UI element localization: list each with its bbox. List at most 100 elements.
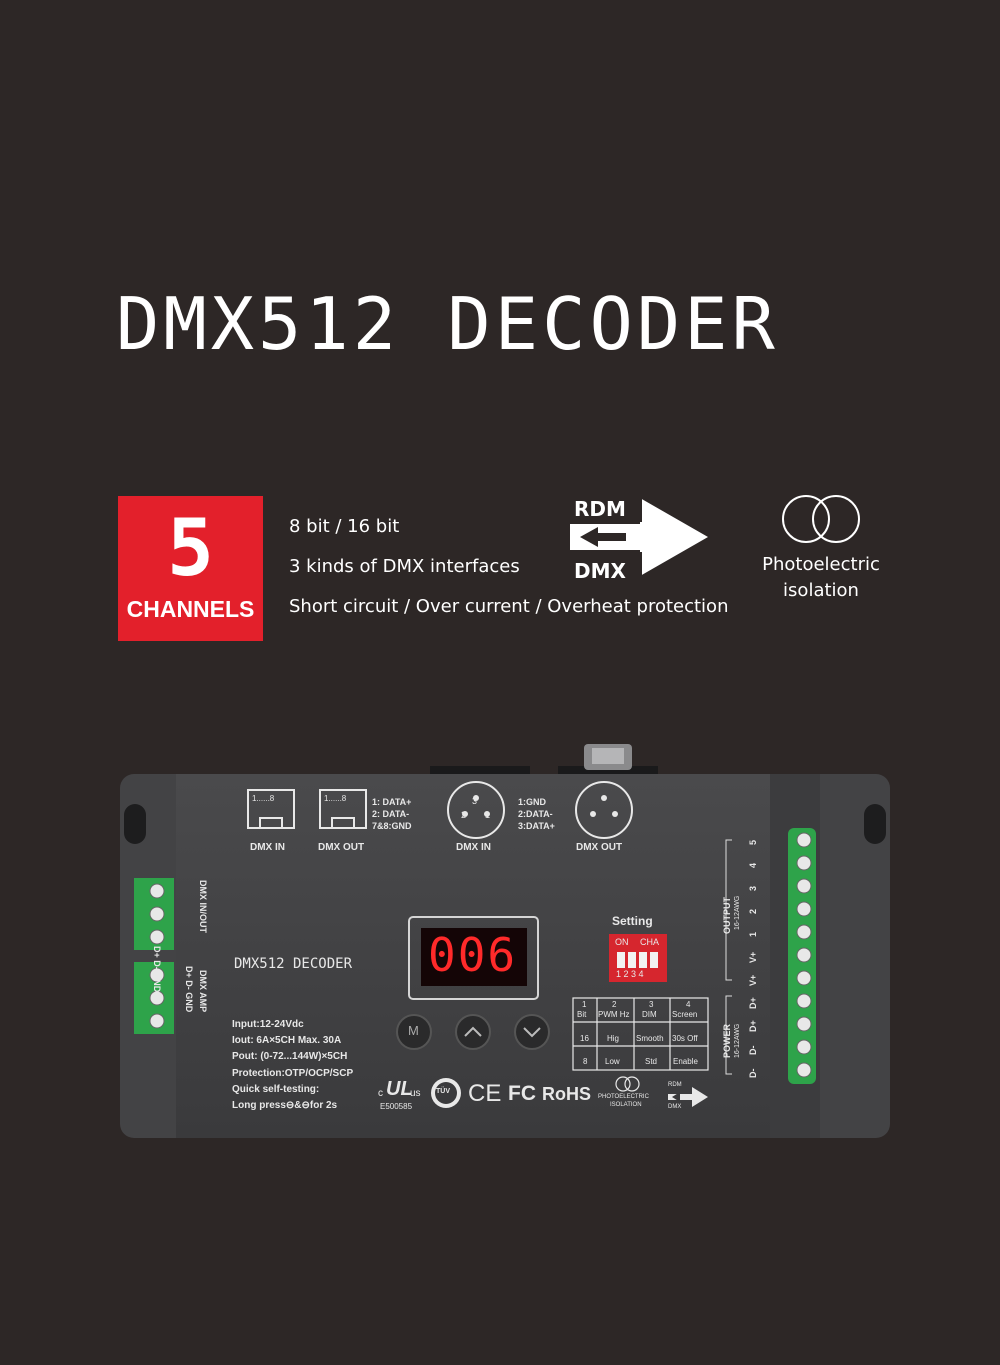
table-down-1: 8 xyxy=(583,1057,588,1066)
spec-input: Input:12-24Vdc xyxy=(232,1019,304,1030)
table-h3-num: 3 xyxy=(649,1000,654,1009)
xlr-in-icon xyxy=(447,781,505,839)
xlr-pin-gnd: 1:GND xyxy=(518,797,547,807)
output-pin-4: 4 xyxy=(748,862,758,868)
isolation-line2: isolation xyxy=(783,580,859,601)
dmx-amp-pins: D+ D- GND xyxy=(184,966,194,1013)
mode-button-label: M xyxy=(408,1023,419,1038)
ul-number: E500585 xyxy=(380,1102,413,1111)
fc-mark: FC xyxy=(508,1082,536,1105)
xlr-pin-data-plus: 3:DATA+ xyxy=(518,821,555,831)
output-pin-vplus-b: V+ xyxy=(748,974,758,986)
isolation-line1: Photoelectric xyxy=(762,554,880,575)
table-h1-num: 1 xyxy=(582,1000,587,1009)
table-h4-num: 4 xyxy=(686,1000,691,1009)
spec-longpress: Long press⊖&⊖for 2s xyxy=(232,1100,338,1111)
dmx-io-label: DMX IN/OUT xyxy=(198,880,208,933)
down-button xyxy=(514,1014,550,1050)
xlr-in-pin-3: 3 xyxy=(472,796,478,806)
table-h4-label: Screen xyxy=(672,1010,698,1019)
dmx-io-pins: D+ D- GND xyxy=(152,946,162,993)
output-awg: 16-12AWG xyxy=(734,895,741,930)
table-up-3: Smooth xyxy=(636,1034,664,1043)
output-pin-5: 5 xyxy=(748,839,758,845)
table-up-4: 30s Off xyxy=(672,1034,698,1043)
xlr-pin-data-minus: 2:DATA- xyxy=(518,809,553,819)
spec-pout: Pout: (0-72...144W)×5CH xyxy=(232,1051,348,1062)
rohs-mark: RoHS xyxy=(542,1084,591,1104)
table-down-2: Low xyxy=(605,1057,620,1066)
feature-bit-depth: 8 bit / 16 bit xyxy=(289,516,400,537)
rj45-in-pins: 1......8 xyxy=(252,794,275,803)
dip-cha-label: CHA xyxy=(640,937,660,947)
up-button xyxy=(455,1014,491,1050)
table-h3-label: DIM xyxy=(642,1010,657,1019)
power-pin-dminus-b: D- xyxy=(748,1068,758,1079)
output-pin-3: 3 xyxy=(748,885,758,891)
dip-numbers: 1 2 3 4 xyxy=(616,969,644,979)
table-down-4: Enable xyxy=(673,1057,698,1066)
channel-count: 5 xyxy=(167,504,214,594)
ul-logo-icon: UL xyxy=(386,1078,413,1100)
rj45-pin-1: 1: DATA+ xyxy=(372,797,412,807)
rdm-arrow-icon xyxy=(570,498,708,576)
table-down-3: Std xyxy=(645,1057,658,1066)
channel-label: CHANNELS xyxy=(126,596,255,622)
table-h2-num: 2 xyxy=(612,1000,617,1009)
output-pin-2: 2 xyxy=(748,908,758,914)
xlr-out-label: DMX OUT xyxy=(576,842,623,853)
table-h1-label: Bit xyxy=(577,1010,587,1019)
page-title: DMX512 DECODER xyxy=(116,282,779,366)
rj45-out-label: DMX OUT xyxy=(318,842,365,853)
xlr-in-label: DMX IN xyxy=(456,842,491,853)
feature-protection: Short circuit / Over current / Overheat … xyxy=(289,596,729,617)
xlr-in-pin-2: 2 xyxy=(461,810,467,820)
dmx-amp-label: DMX AMP xyxy=(198,970,208,1013)
chevron-down-icon xyxy=(523,1027,541,1038)
table-up-2: Hig xyxy=(607,1034,620,1043)
iso-small-2: ISOLATION xyxy=(610,1102,642,1108)
ul-c: c xyxy=(378,1088,383,1099)
isolation-rings-icon xyxy=(782,495,860,543)
rdm-small-arrow-icon xyxy=(668,1087,708,1107)
led-display xyxy=(421,928,527,986)
mode-button xyxy=(396,1014,432,1050)
xlr-out-icon xyxy=(575,781,633,839)
rdm-text: RDM xyxy=(574,497,626,521)
table-up-1: 16 xyxy=(580,1034,589,1043)
rj45-out-icon xyxy=(319,789,367,829)
spec-protection: Protection:OTP/OCP/SCP xyxy=(232,1068,354,1079)
table-h2-label: PWM Hz xyxy=(598,1010,630,1019)
rdm-small: RDM xyxy=(668,1082,682,1088)
rj45-in-icon xyxy=(247,789,295,829)
xlr-in-pin-1: 1 xyxy=(485,810,491,820)
decoder-device: 1......8 1......8 DMX IN DMX OUT 1: DATA… xyxy=(120,744,890,1140)
dmx-small: DMX xyxy=(668,1104,682,1110)
iso-small-1: PHOTOELECTRIC xyxy=(598,1094,649,1100)
output-label: OUTPUT xyxy=(722,897,732,934)
channels-badge: 5 CHANNELS xyxy=(118,496,263,641)
setting-label: Setting xyxy=(612,914,653,928)
rj45-in-label: DMX IN xyxy=(250,842,285,853)
rj45-out-pins: 1......8 xyxy=(324,794,347,803)
rj45-pin-2: 2: DATA- xyxy=(372,809,410,819)
spec-iout: Iout: 6A×5CH Max. 30A xyxy=(232,1035,342,1046)
dmx-text: DMX xyxy=(574,559,627,580)
power-awg: 16-12AWG xyxy=(734,1023,741,1058)
chevron-up-icon xyxy=(464,1026,482,1037)
power-pin-dplus-a: D+ xyxy=(748,997,758,1009)
ul-us: us xyxy=(410,1088,421,1099)
output-pin-1: 1 xyxy=(748,931,758,937)
power-label: POWER xyxy=(722,1023,732,1058)
display-value: 006 xyxy=(428,928,518,982)
spec-selftest: Quick self-testing: xyxy=(232,1084,320,1095)
power-pin-dplus-b: D+ xyxy=(748,1020,758,1032)
rj45-pin-gnd: 7&8:GND xyxy=(372,821,412,831)
device-brand: DMX512 DECODER xyxy=(234,956,353,972)
dip-on-label: ON xyxy=(615,937,629,947)
photoelectric-isolation: Photoelectric isolation xyxy=(748,494,894,604)
rdm-dmx-logo: RDM DMX xyxy=(570,494,710,583)
power-pin-dminus-a: D- xyxy=(748,1045,758,1056)
settings-table xyxy=(572,997,709,1071)
ce-mark: CE xyxy=(468,1080,502,1107)
